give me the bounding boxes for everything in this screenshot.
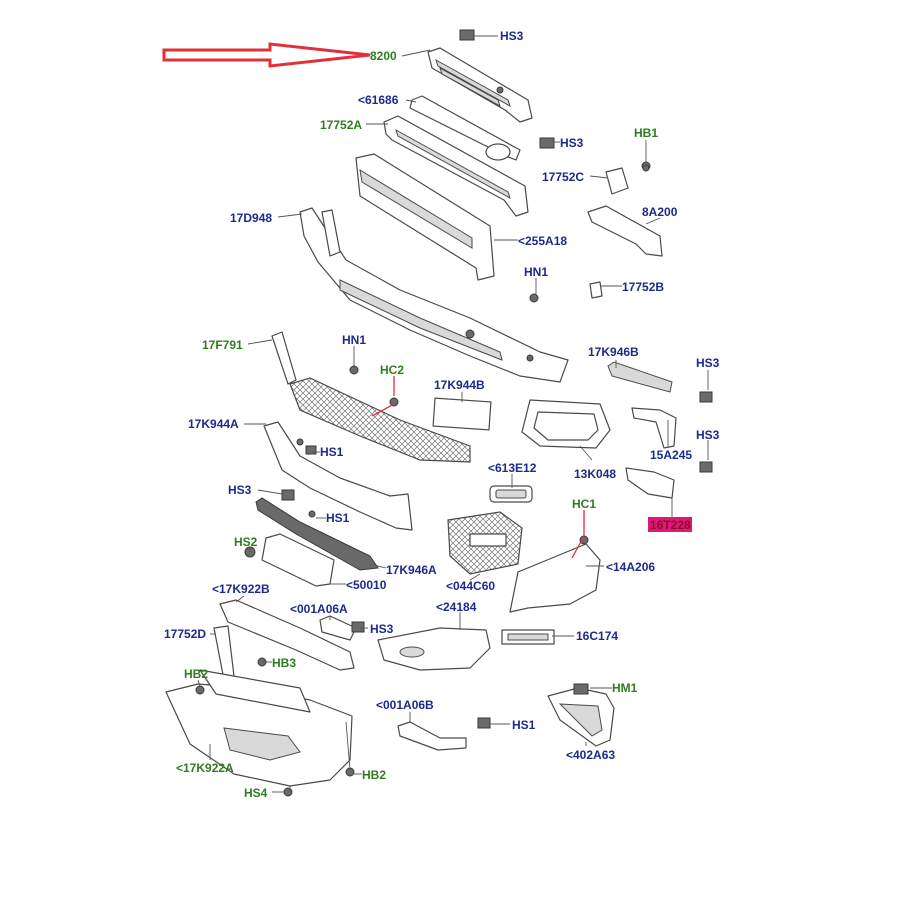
label-8200: 8200 <box>370 49 397 63</box>
label-17f791: 17F791 <box>202 338 243 352</box>
label-hs3-f: HS3 <box>370 622 394 636</box>
grille-bar-part <box>409 95 521 161</box>
label-17752b: 17752B <box>622 280 664 294</box>
highlight-arrow <box>162 42 371 68</box>
label-hb2-b: HB2 <box>362 768 386 782</box>
label-hb1: HB1 <box>634 126 658 140</box>
fog-grille-044c60-part <box>447 511 523 575</box>
label-hs1-c: HS1 <box>512 718 536 732</box>
clip-17752b-part <box>589 281 603 299</box>
label-hs3-b: HS3 <box>560 136 584 150</box>
bracket-8a200-part <box>587 205 663 257</box>
bumper-cover-part <box>263 421 413 531</box>
label-044c60: <044C60 <box>446 579 495 593</box>
clip-16c174-part <box>501 629 555 645</box>
label-17k946a: 17K946A <box>386 563 437 577</box>
label-hs3-e: HS3 <box>228 483 252 497</box>
label-001a06a: <001A06A <box>290 602 348 616</box>
label-17k944b: 17K944B <box>434 378 485 392</box>
label-14a206: <14A206 <box>606 560 655 574</box>
label-402a63: <402A63 <box>566 748 615 762</box>
label-15a245: 15A245 <box>650 448 692 462</box>
fasteners <box>195 29 713 797</box>
trim-001a06a-part <box>319 615 357 641</box>
label-hn1-b: HN1 <box>342 333 366 347</box>
upper-grille-part <box>427 47 533 123</box>
lower-valance-17k922b-part <box>219 599 355 671</box>
label-hs3-d: HS3 <box>696 428 720 442</box>
bracket-17752d-part <box>213 625 235 681</box>
bumper-armature-part <box>299 207 569 383</box>
label-255a18: <255A18 <box>518 234 567 248</box>
fog-housing-part <box>521 399 611 449</box>
label-hb3: HB3 <box>272 656 296 670</box>
label-hb2-a: HB2 <box>184 667 208 681</box>
label-17k922b: <17K922B <box>212 582 270 596</box>
label-hs1-b: HS1 <box>326 511 350 525</box>
label-17k946b: 17K946B <box>588 345 639 359</box>
label-hc2: HC2 <box>380 363 404 377</box>
label-hs4: HS4 <box>244 786 268 800</box>
label-001a06b: <001A06B <box>376 698 434 712</box>
upper-reinforcement-part <box>383 115 529 217</box>
label-hs2: HS2 <box>234 535 258 549</box>
label-8a200: 8A200 <box>642 205 678 219</box>
label-13k048: 13K048 <box>574 467 616 481</box>
label-61686: <61686 <box>358 93 399 107</box>
fog-surround-17k944b-part <box>432 397 492 431</box>
label-hs3-top: HS3 <box>500 29 524 43</box>
undertray-part <box>165 669 353 787</box>
label-17d948: 17D948 <box>230 211 272 225</box>
label-hc1: HC1 <box>572 497 596 511</box>
label-hm1: HM1 <box>612 681 638 695</box>
lower-grille-mesh-part <box>271 331 471 463</box>
bracket-16t228-part <box>625 467 675 499</box>
part-labels: HS3 8200 <61686 17752A HS3 HB1 17752C 17… <box>164 29 720 800</box>
deflector-14a206-part <box>509 535 601 613</box>
trim-613e12-part <box>489 485 533 503</box>
label-hs3-c: HS3 <box>696 356 720 370</box>
label-17k944a: 17K944A <box>188 417 239 431</box>
lower-strip-17k946a-part <box>255 497 379 571</box>
lower-cover-24184-part <box>377 627 491 671</box>
label-17752d: 17752D <box>164 627 206 641</box>
strip-17k946b-part <box>607 361 673 393</box>
label-17752c: 17752C <box>542 170 584 184</box>
leader-lines <box>197 35 709 793</box>
label-50010: <50010 <box>346 578 387 592</box>
trim-001a06b-part <box>397 721 467 751</box>
duct-402a63-part <box>547 687 615 747</box>
label-17k922a: <17K922A <box>176 761 234 775</box>
label-24184: <24184 <box>436 600 477 614</box>
label-16c174: 16C174 <box>576 629 618 643</box>
label-16t228: 16T228 <box>650 518 691 532</box>
label-hn1-a: HN1 <box>524 265 548 279</box>
number-panel-part <box>355 153 495 281</box>
label-613e12: <613E12 <box>488 461 537 475</box>
highlight-box <box>648 517 692 532</box>
label-hs1-a: HS1 <box>320 445 344 459</box>
label-17752a: 17752A <box>320 118 362 132</box>
bracket-15a245-part <box>631 407 677 449</box>
